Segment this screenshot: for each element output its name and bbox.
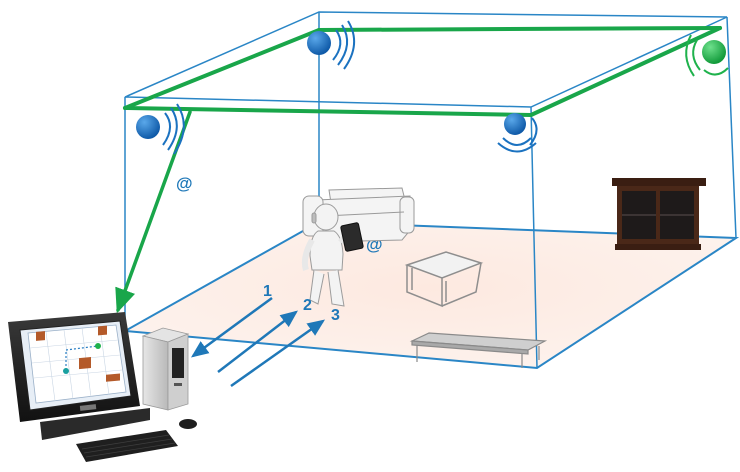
network-lines: [115, 26, 722, 314]
signal-waves-icon: [497, 117, 538, 153]
edge-back-right: [726, 16, 737, 239]
edge-front-right: [530, 106, 538, 369]
sensor-front-left: [136, 103, 185, 155]
sensor-icon: [307, 31, 331, 55]
arrow-label-2: 2: [303, 297, 312, 314]
arrow-1: [190, 296, 273, 358]
network-line-left: [123, 28, 321, 110]
monitor: [8, 312, 150, 440]
localization-arrows: [190, 296, 326, 388]
arrow-label-1: 1: [263, 283, 272, 300]
coffee-table-icon: [404, 251, 484, 308]
signal-waves-icon: [685, 34, 729, 77]
network-line-back: [317, 26, 722, 32]
at-symbol-left: @: [176, 174, 193, 193]
sensor-icon: [702, 40, 726, 64]
low-table-icon: [409, 332, 548, 368]
sensor-front-right: [497, 113, 538, 153]
sensor-back-right: [685, 34, 729, 77]
signal-waves-icon: [162, 103, 185, 155]
arrow-label-3: 3: [331, 307, 340, 324]
arrow-3: [230, 319, 326, 388]
network-line-front: [123, 106, 533, 117]
ceiling-outline: [124, 11, 728, 108]
desktop-computer-icon: [141, 327, 190, 411]
floor-plan-screen: [27, 324, 127, 404]
keyboard-icon: [76, 430, 178, 462]
floor: [125, 222, 736, 368]
cabinet-icon: [612, 178, 706, 250]
arrow-2: [217, 310, 298, 373]
signal-waves-icon: [332, 20, 355, 70]
network-line-to-computer: [115, 110, 192, 314]
sensor-icon: [504, 113, 526, 135]
mouse-icon: [179, 419, 197, 429]
sofa-icon: [302, 187, 415, 243]
person-with-tablet-icon: [301, 203, 364, 307]
sensor-back-left: [307, 20, 355, 70]
sensor-icon: [136, 115, 160, 139]
